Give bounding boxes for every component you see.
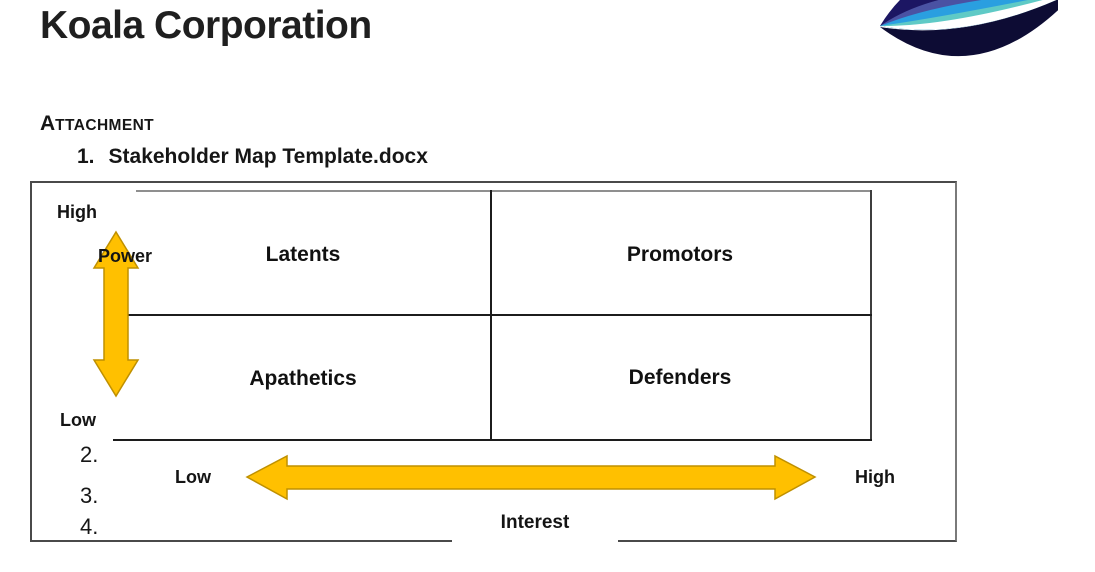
list-number-4: 4. — [80, 514, 99, 539]
interest-label-background — [452, 534, 618, 547]
list-number-3: 3. — [80, 483, 99, 508]
power-axis-label: Power — [98, 246, 153, 266]
attachment-filename: Stakeholder Map Template.docx — [108, 145, 428, 168]
interest-low-label: Low — [175, 467, 211, 487]
power-axis-arrow-icon — [92, 230, 140, 398]
attachment-list-item-1: 1. Stakeholder Map Template.docx — [77, 145, 428, 169]
interest-axis-arrow-icon — [245, 454, 817, 501]
attachment-heading: ATTACHMENT — [40, 112, 154, 136]
quadrant-apathetics: Apathetics — [249, 367, 357, 390]
page-title: Koala Corporation — [40, 4, 372, 47]
table-middle-border — [127, 314, 872, 316]
attachment-heading-initial: A — [40, 112, 56, 135]
interest-high-label: High — [855, 467, 895, 487]
quadrant-promotors: Promotors — [626, 243, 734, 266]
power-high-label: High — [57, 202, 97, 222]
attachment-heading-rest: TTACHMENT — [55, 117, 155, 134]
table-bottom-border — [113, 439, 872, 441]
interest-axis-label: Interest — [500, 512, 570, 533]
power-low-label: Low — [60, 410, 96, 430]
company-logo-icon — [880, 0, 1058, 57]
quadrant-latents: Latents — [265, 243, 341, 266]
quadrant-defenders: Defenders — [628, 366, 732, 389]
table-top-border — [136, 190, 872, 192]
list-number-1: 1. — [77, 145, 95, 168]
list-number-2: 2. — [80, 442, 99, 467]
